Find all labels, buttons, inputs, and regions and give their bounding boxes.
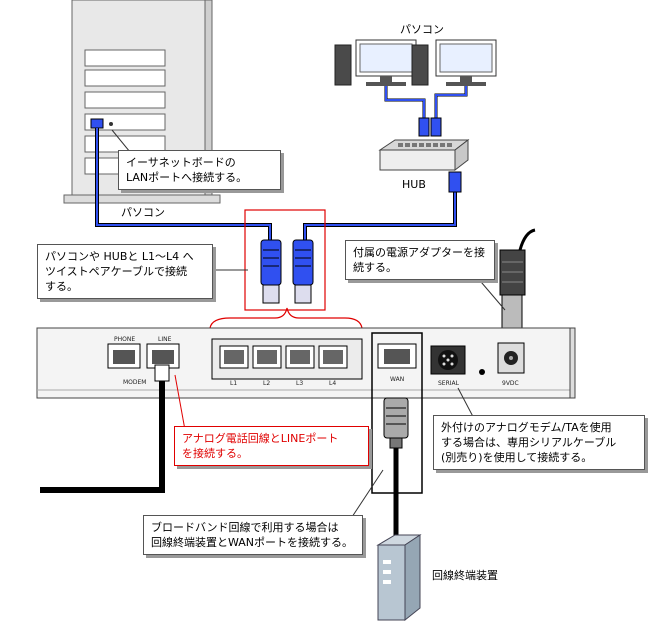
callout-serial: 外付けのアナログモデム/TAを使用 する場合は、専用シリアルケーブル (別売り)… — [433, 415, 645, 470]
wan-port — [377, 343, 417, 369]
l3-port-label: L3 — [296, 380, 304, 387]
callout-power-adapter: 付属の電源アダプターを接続する。 — [345, 240, 495, 280]
line-port-label: LINE — [158, 336, 172, 343]
lan-port-bracket — [209, 307, 363, 329]
indicator-dot — [479, 369, 485, 375]
hub-router-cable — [303, 171, 462, 245]
lan-port-group — [211, 338, 363, 380]
onu-device — [376, 534, 422, 622]
serial-port-label: SERIAL — [438, 380, 459, 387]
callout-line: LANポートへ接続する。 — [126, 171, 248, 184]
dc-jack — [497, 342, 525, 374]
callout-line: (別売り)を使用して接続する。 — [441, 451, 593, 464]
line-port — [146, 343, 180, 369]
callout-line: ツイストペアケーブルで接続 — [45, 265, 188, 278]
lan-plug-1 — [260, 239, 282, 304]
callout-line: 外付けのアナログモデム/TAを使用 — [441, 421, 612, 434]
phone-line-cable — [40, 364, 170, 493]
callout-line: 回線終端装置とWANポートを接続する。 — [151, 536, 354, 549]
lan-plug-2 — [292, 239, 314, 304]
pc-desktop-2 — [411, 39, 497, 86]
callout-ethernet-board: イーサネットボードの LANポートへ接続する。 — [118, 150, 281, 190]
hub-connectors — [418, 117, 442, 137]
hub-label: HUB — [402, 178, 426, 191]
callout-line: パソコンや HUBと L1～L4 へ — [45, 250, 194, 263]
modem-port-label: MODEM — [123, 379, 147, 386]
callout-analog-line: アナログ電話回線とLINEポート を接続する。 — [174, 426, 369, 466]
pc-label-left: パソコン — [121, 206, 165, 219]
power-adapter — [499, 228, 536, 348]
phone-port-label: PHONE — [114, 336, 136, 343]
callout-line: を接続する。 — [182, 447, 248, 460]
lan-plug-highlight — [244, 209, 326, 311]
callout-line: イーサネットボードの — [126, 156, 236, 169]
l4-port-label: L4 — [329, 380, 337, 387]
dc-port-label: 9VDC — [502, 380, 519, 387]
phone-port — [107, 343, 141, 369]
callout-line: する場合は、専用シリアルケーブル — [441, 436, 617, 449]
callout-broadband: ブロードバンド回線で利用する場合は 回線終端装置とWANポートを接続する。 — [143, 515, 363, 555]
onu-label: 回線終端装置 — [432, 569, 498, 582]
pc-router-cable — [95, 128, 272, 245]
callout-line: アナログ電話回線とLINEポート — [182, 432, 339, 445]
serial-port — [430, 345, 466, 375]
wan-cable — [383, 397, 409, 550]
pc-label-top: パソコン — [400, 23, 444, 36]
pc-desktop-1 — [334, 39, 417, 86]
callout-line: する。 — [45, 280, 78, 293]
l2-port-label: L2 — [263, 380, 271, 387]
callout-twisted-pair: パソコンや HUBと L1～L4 へ ツイストペアケーブルで接続 する。 — [37, 244, 213, 299]
callout-line: 付属の電源アダプターを接続する。 — [353, 246, 485, 274]
l1-port-label: L1 — [230, 380, 238, 387]
pc-hub-cables — [384, 86, 468, 130]
wan-port-label: WAN — [390, 376, 405, 383]
callout-line: ブロードバンド回線で利用する場合は — [151, 521, 339, 534]
hub-device — [378, 138, 470, 172]
